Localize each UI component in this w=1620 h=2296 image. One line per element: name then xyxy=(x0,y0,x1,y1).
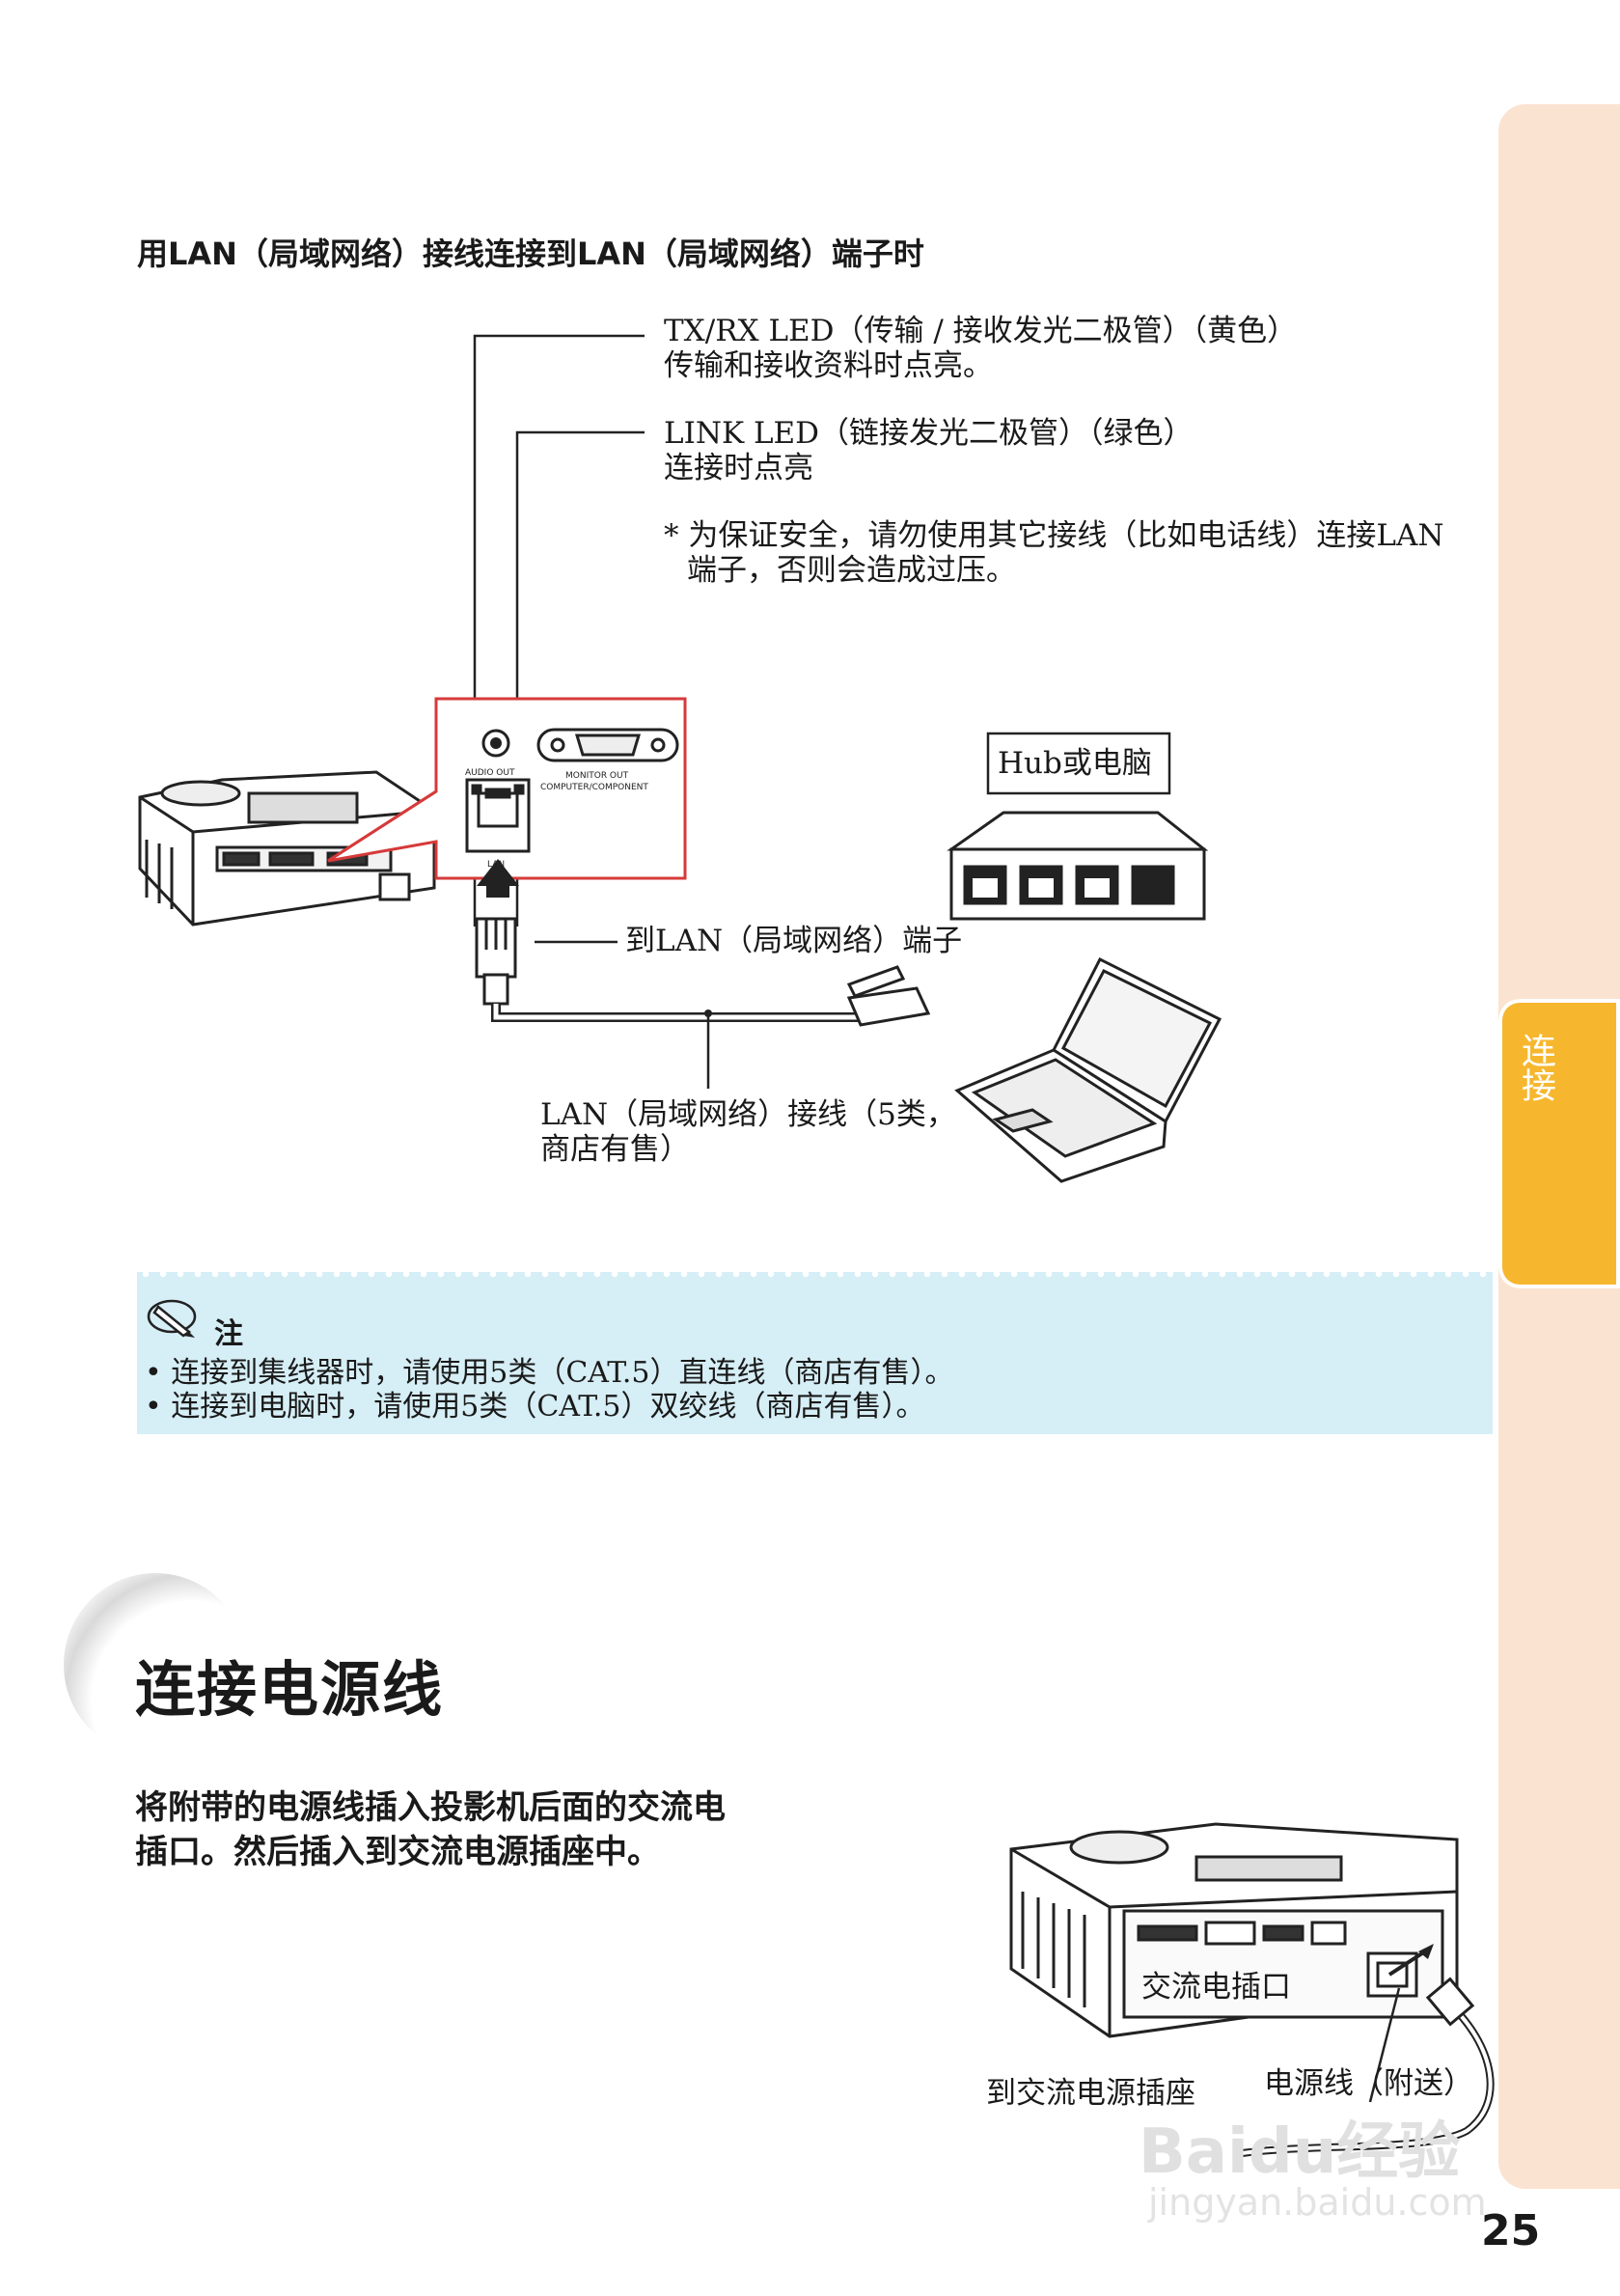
rj45-plug-hub xyxy=(846,965,931,1027)
baidu-watermark: Baidu经验 xyxy=(1139,2116,1461,2188)
link-led-label: LINK LED（链接发光二极管）（绿色） xyxy=(664,416,1194,451)
txrx-led-desc: 传输和接收资料时点亮。 xyxy=(664,348,993,383)
hub-or-pc-label: Hub或电脑 xyxy=(998,746,1152,781)
power-desc-line2: 插口。然后插入到交流电源插座中。 xyxy=(135,1833,660,1871)
audio-out-panel-label: AUDIO OUT xyxy=(465,768,515,778)
safety-warning-line2: 端子，否则会造成过压。 xyxy=(687,553,1016,588)
hub-label-box xyxy=(986,732,1171,795)
laptop-illustration xyxy=(954,956,1222,1183)
pencil-note-icon xyxy=(147,1299,197,1338)
note-item-pc: • 连接到电脑时，请使用5类（CAT.5）双绞线（商店有售）。 xyxy=(145,1390,925,1424)
ac-socket-label: 交流电插口 xyxy=(1141,1970,1291,2005)
section-decorative-arc xyxy=(64,1573,247,1757)
lan-port xyxy=(465,778,531,853)
computer-component-panel-label: COMPUTER/COMPONENT xyxy=(540,783,648,792)
lan-section-title: 用LAN（局域网络）接线连接到LAN（局域网络）端子时 xyxy=(137,235,924,272)
side-tab-connection[interactable] xyxy=(1498,999,1620,1288)
power-cord-leader-line xyxy=(1368,1987,1401,2103)
power-desc-line1: 将附带的电源线插入投影机后面的交流电 xyxy=(135,1788,726,1827)
rj45-plug-projector xyxy=(475,917,517,1006)
monitor-out-panel-label: MONITOR OUT xyxy=(565,771,629,781)
txrx-led-label: TX/RX LED（传输 / 接收发光二极管）（黄色） xyxy=(664,314,1298,348)
projector-rear-illustration xyxy=(1009,1822,1459,2038)
monitor-out-port xyxy=(536,728,679,762)
lan-cable-label-line1: LAN（局域网络）接线（5类， xyxy=(540,1097,956,1132)
power-connection-diagram xyxy=(1009,1822,1495,2158)
note-box xyxy=(137,1272,1493,1434)
power-cord-label: 电源线（附送） xyxy=(1264,2066,1473,2101)
note-box-dotted-border xyxy=(137,1270,1493,1278)
side-tab-label: 连接 xyxy=(1516,1033,1555,1102)
insert-arrow-icon xyxy=(477,859,519,898)
to-lan-terminal-label: 到LAN（局域网络）端子 xyxy=(625,924,963,958)
baidu-watermark-url: jingyan.baidu.com xyxy=(1148,2181,1487,2224)
link-led-desc: 连接时点亮 xyxy=(664,451,813,485)
note-item-hub: • 连接到集线器时，请使用5类（CAT.5）直连线（商店有售）。 xyxy=(145,1356,954,1390)
power-plug xyxy=(1425,1977,1475,2027)
safety-warning-line1: * 为保证安全，请勿使用其它接线（比如电话线）连接LAN xyxy=(664,518,1444,553)
lan-cable-label-line2: 商店有售） xyxy=(540,1132,690,1167)
note-title: 注 xyxy=(214,1317,243,1351)
power-section-title: 连接电源线 xyxy=(135,1654,445,1725)
projector-illustration xyxy=(138,770,436,927)
hub-device-illustration xyxy=(947,811,1209,921)
page-number: 25 xyxy=(1481,2206,1541,2255)
lan-cable xyxy=(491,1000,873,1022)
to-outlet-label: 到交流电源插座 xyxy=(986,2076,1195,2111)
lan-connection-diagram: AUDIO OUT MONITOR OUT COMPUTER/COMPONENT… xyxy=(138,334,1222,1183)
